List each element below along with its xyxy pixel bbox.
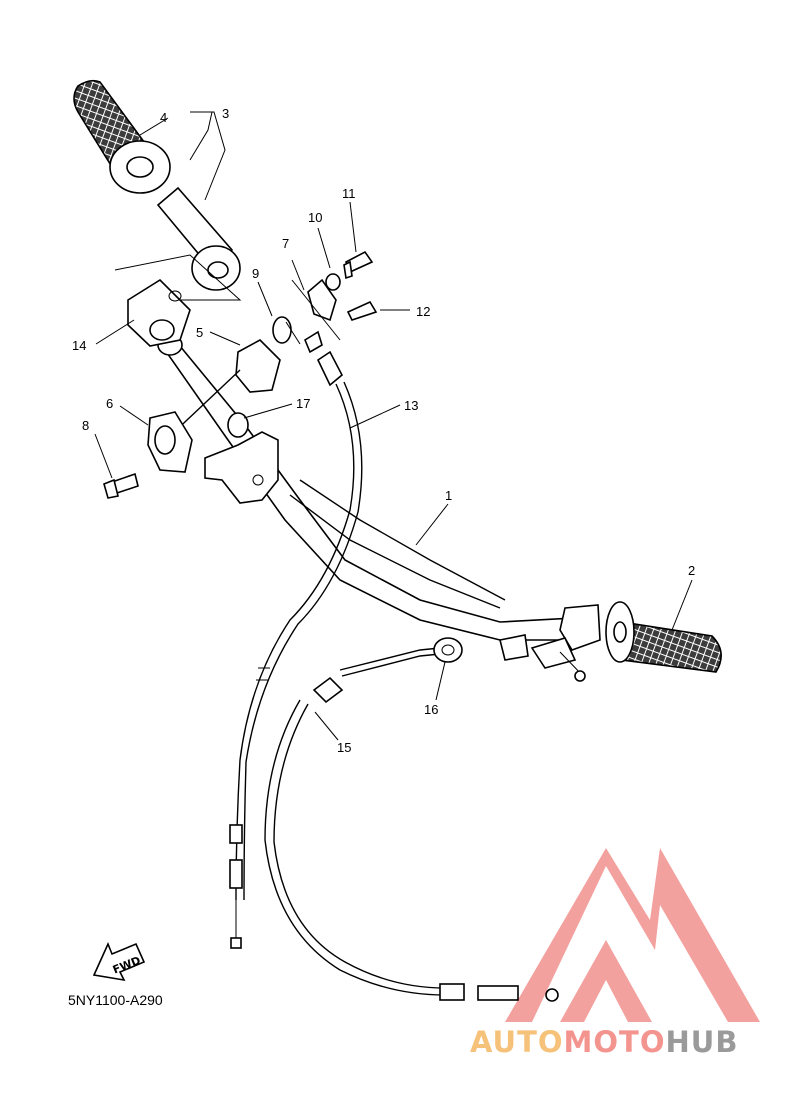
throttle-grip bbox=[73, 79, 171, 194]
callout-4: 4 bbox=[160, 110, 167, 125]
callout-12: 12 bbox=[416, 304, 430, 319]
callout-16: 16 bbox=[424, 702, 438, 717]
lock-nut bbox=[272, 316, 301, 345]
clutch-lever-perch bbox=[499, 604, 601, 682]
holder-bolt bbox=[103, 472, 139, 499]
callout-9: 9 bbox=[252, 266, 259, 281]
callout-6: 6 bbox=[106, 396, 113, 411]
callout-2: 2 bbox=[688, 563, 695, 578]
callout-14: 14 bbox=[72, 338, 86, 353]
callout-15: 15 bbox=[337, 740, 351, 755]
throttle-housing bbox=[114, 254, 242, 347]
callout-7: 7 bbox=[282, 236, 289, 251]
handlebar-holder bbox=[204, 412, 279, 504]
callout-5: 5 bbox=[196, 325, 203, 340]
figure-code: 5NY1100-A290 bbox=[68, 992, 163, 1008]
watermark-logo bbox=[505, 848, 760, 1022]
callout-10: 10 bbox=[308, 210, 322, 225]
throttle-cable-end bbox=[303, 330, 344, 387]
handlebar bbox=[157, 334, 582, 641]
callout-8: 8 bbox=[82, 418, 89, 433]
screw-upper bbox=[343, 250, 374, 280]
left-grip bbox=[605, 601, 722, 673]
callout-13: 13 bbox=[404, 398, 418, 413]
collar bbox=[325, 273, 341, 291]
callout-11: 11 bbox=[342, 186, 356, 201]
brand-part-moto: MOTO bbox=[564, 1025, 666, 1059]
clutch-cable-adjuster bbox=[433, 637, 463, 663]
callout-numbers: 1 2 3 4 5 6 7 8 9 10 11 12 13 14 15 16 1… bbox=[72, 106, 695, 755]
brand-part-auto: AUTO bbox=[470, 1025, 564, 1059]
leader-lines bbox=[94, 111, 693, 741]
brand-part-hub: HUB bbox=[666, 1025, 739, 1059]
throttle-tube bbox=[156, 186, 241, 291]
holder-clamp bbox=[147, 411, 193, 473]
throttle-cable bbox=[229, 381, 363, 949]
callout-17: 17 bbox=[296, 396, 310, 411]
cable-adjuster bbox=[291, 278, 341, 341]
fwd-arrow-icon: FWD bbox=[92, 941, 146, 982]
clutch-cable bbox=[264, 647, 559, 1002]
screw-lower bbox=[346, 300, 378, 321]
callout-3: 3 bbox=[222, 106, 229, 121]
watermark-brand: AUTOMOTOHUB bbox=[470, 1025, 738, 1059]
callout-1: 1 bbox=[445, 488, 452, 503]
